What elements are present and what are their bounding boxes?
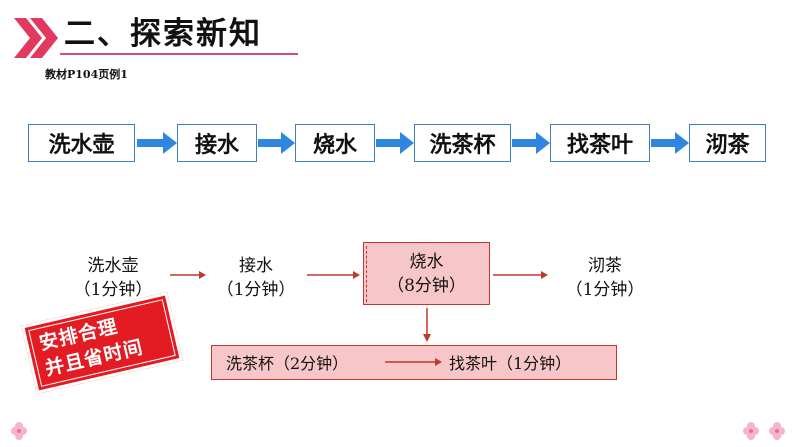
node-wash-kettle-name: 洗水壶 bbox=[87, 256, 139, 276]
step-fill-water: 接水 bbox=[177, 124, 257, 162]
task-find-tea: 找茶叶（1分钟） bbox=[449, 354, 572, 373]
node-make-tea-name: 沏茶 bbox=[588, 256, 622, 276]
node-fill-water-name: 接水 bbox=[239, 256, 273, 276]
red-down-arrow-icon bbox=[423, 308, 431, 342]
flow-arrow-icon bbox=[512, 132, 550, 154]
red-arrow-icon bbox=[307, 271, 360, 279]
reasonable-arrangement-stamp: 安排合理 并且省时间 bbox=[21, 292, 183, 394]
flower-icon bbox=[11, 422, 27, 440]
node-make-tea-time: （1分钟） bbox=[565, 280, 645, 300]
step-find-tea: 找茶叶 bbox=[550, 124, 650, 162]
dashed-marker bbox=[366, 246, 367, 302]
flow-arrow-icon bbox=[258, 132, 295, 154]
flow-arrow-icon bbox=[376, 132, 414, 154]
step-wash-kettle: 洗水壶 bbox=[28, 124, 135, 162]
node-wash-kettle: 洗水壶 （1分钟） bbox=[58, 254, 168, 302]
flow-arrow-icon bbox=[137, 132, 177, 154]
boil-water-box bbox=[363, 242, 490, 305]
flower-icon bbox=[743, 422, 759, 440]
red-arrow-icon bbox=[385, 358, 442, 366]
title-underline bbox=[60, 53, 298, 55]
red-arrow-icon bbox=[493, 271, 548, 279]
node-fill-water: 接水 （1分钟） bbox=[206, 254, 306, 302]
node-make-tea: 沏茶 （1分钟） bbox=[550, 254, 660, 302]
node-wash-kettle-time: （1分钟） bbox=[73, 280, 153, 300]
textbook-reference: 教材P104页例1 bbox=[45, 68, 128, 81]
node-boil-water-name: 烧水 bbox=[409, 252, 444, 272]
flower-icon bbox=[769, 422, 785, 440]
step-wash-cups: 洗茶杯 bbox=[414, 124, 511, 162]
step-make-tea: 沏茶 bbox=[689, 124, 766, 162]
page-title: 二、探索新知 bbox=[64, 16, 262, 52]
step-boil-water: 烧水 bbox=[295, 124, 375, 162]
task-wash-cups: 洗茶杯（2分钟） bbox=[226, 354, 349, 373]
red-arrow-icon bbox=[170, 271, 206, 279]
node-boil-water: 烧水 （8分钟） bbox=[363, 250, 490, 298]
flow-arrow-icon bbox=[651, 132, 689, 154]
chevron-right-icon bbox=[14, 18, 58, 58]
node-fill-water-time: （1分钟） bbox=[216, 280, 296, 300]
node-boil-water-time: （8分钟） bbox=[387, 276, 466, 296]
